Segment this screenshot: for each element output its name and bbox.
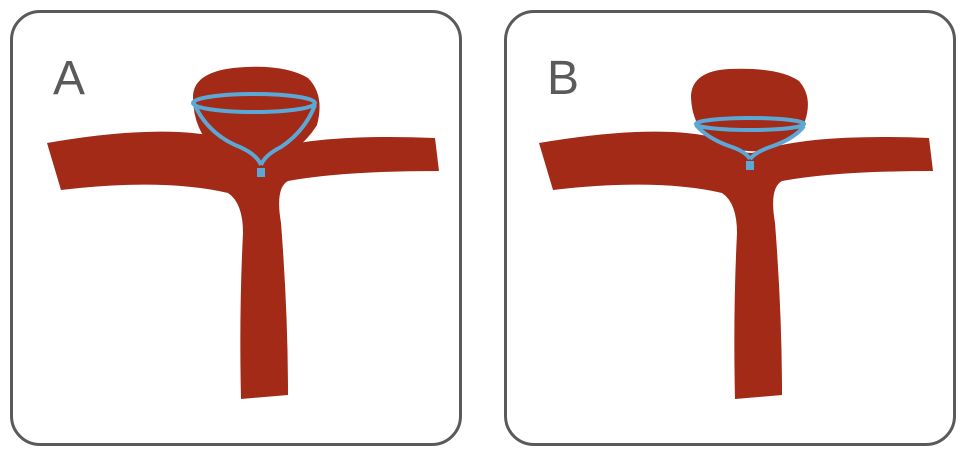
device-tip-b xyxy=(746,161,754,170)
diagram-b xyxy=(507,13,953,443)
device-tip-a xyxy=(257,168,265,177)
panel-a: A xyxy=(10,10,462,446)
vessel-b xyxy=(539,132,933,399)
panel-b: B xyxy=(504,10,956,446)
vessel-a xyxy=(47,132,439,399)
diagram-a xyxy=(13,13,459,443)
